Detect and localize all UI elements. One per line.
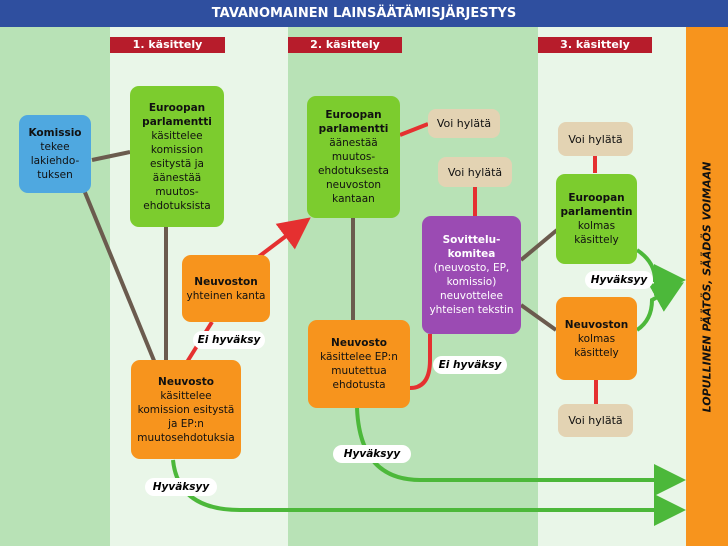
sovittelu-title: Sovittelu-komitea <box>442 234 501 260</box>
arrow-neuvosto1-final <box>171 459 686 526</box>
neuvosto3-box: Neuvoston kolmas käsittely <box>556 297 637 380</box>
sovittelu-text: (neuvosto, EP, komissio) neuvottelee yht… <box>429 262 514 316</box>
ep3-title: Euroopan parlamentin <box>560 192 633 218</box>
connector-komissio-ep1 <box>91 150 131 162</box>
reject-box-ep2: Voi hylätä <box>428 109 500 138</box>
kanta-box: Neuvoston yhteinen kanta <box>182 255 270 322</box>
ep2-text: äänestää muutos-ehdotuksesta neuvoston k… <box>317 137 389 205</box>
arrow-neuvosto2-final <box>355 407 686 496</box>
connector-ep2-hylata <box>399 122 429 137</box>
final-decision-bar: LOPULLINEN PÄÄTÖS, SÄÄDÖS VOIMAAN <box>686 27 728 546</box>
ep1-text: käsittelee komission esitystä ja äänestä… <box>143 129 211 212</box>
ep2-title: Euroopan parlamentti <box>318 109 389 135</box>
neuvosto3-text: kolmas käsittely <box>574 332 619 359</box>
komissio-box: Komissio tekee lakiehdo-tuksen <box>19 115 91 193</box>
ep1-title: Euroopan parlamentti <box>142 101 212 128</box>
ep3-box: Euroopan parlamentin kolmas käsittely <box>556 174 637 264</box>
ep2-box: Euroopan parlamentti äänestää muutos-ehd… <box>307 96 400 218</box>
column-band <box>0 27 110 546</box>
kanta-title: Neuvoston <box>194 275 258 288</box>
connector-neuvosto2-sovittelu <box>409 334 432 390</box>
arrow-ep3-final <box>635 248 686 296</box>
reject-box-neuvosto3: Voi hylätä <box>558 404 633 437</box>
komissio-title: Komissio <box>28 127 82 139</box>
label-not-approved: Ei hyväksy <box>433 356 507 374</box>
ep3-text: kolmas käsittely <box>574 220 619 246</box>
connector-sovittelu-neuvosto3 <box>519 303 558 332</box>
stage-label-3: 3. käsittely <box>538 37 652 53</box>
neuvosto2-title: Neuvosto <box>331 337 387 349</box>
ep1-box: Euroopan parlamentti käsittelee komissio… <box>130 86 224 227</box>
connector-sovittelu-ep3 <box>519 228 559 262</box>
label-not-approved: Ei hyväksy <box>193 331 265 349</box>
neuvosto1-title: Neuvosto <box>158 375 214 388</box>
connector-komissio-neuvosto1 <box>82 189 157 364</box>
neuvosto2-text: käsittelee EP:n muutettua ehdotusta <box>320 351 398 391</box>
neuvosto3-title: Neuvoston <box>564 318 629 331</box>
stage-label-2: 2. käsittely <box>288 37 402 53</box>
arrow-neuvosto3-final <box>635 282 684 332</box>
label-approved: Hyväksyy <box>585 271 653 289</box>
reject-box-sovittelu: Voi hylätä <box>438 157 512 187</box>
stage-label-1: 1. käsittely <box>110 37 225 53</box>
sovittelu-box: Sovittelu-komitea (neuvosto, EP, komissi… <box>422 216 521 334</box>
reject-box-ep3: Voi hylätä <box>558 122 633 156</box>
label-approved: Hyväksyy <box>145 478 217 496</box>
label-approved: Hyväksyy <box>333 445 411 463</box>
page-title: TAVANOMAINEN LAINSÄÄTÄMISJÄRJESTYS <box>0 0 728 27</box>
neuvosto1-text: käsittelee komission esitystä ja EP:n mu… <box>137 389 235 444</box>
neuvosto2-box: Neuvosto käsittelee EP:n muutettua ehdot… <box>308 320 410 408</box>
final-decision-text: LOPULLINEN PÄÄTÖS, SÄÄDÖS VOIMAAN <box>700 161 714 412</box>
kanta-text: yhteinen kanta <box>186 289 266 302</box>
neuvosto1-box: Neuvosto käsittelee komission esitystä j… <box>131 360 241 459</box>
komissio-text: tekee lakiehdo-tuksen <box>30 141 80 181</box>
